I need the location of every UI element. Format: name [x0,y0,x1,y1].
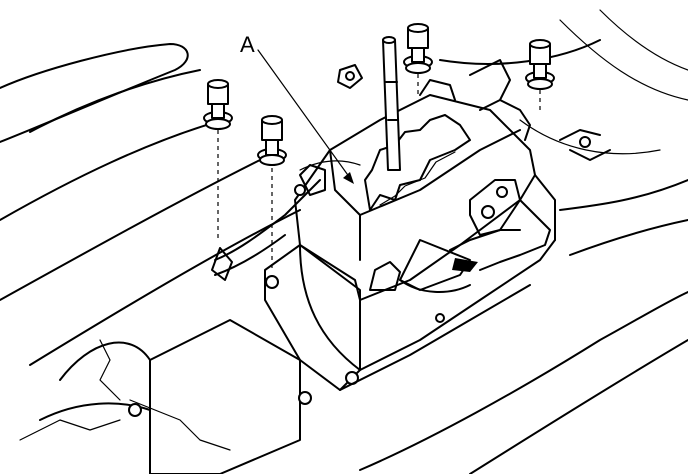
callout-a: A [240,32,354,184]
bolt [257,115,287,270]
shift-base-plate [264,239,556,391]
bolt [403,23,433,95]
bolt [525,39,555,110]
bolt [203,79,233,240]
callout-a-label: A [240,32,255,57]
lower-left-housing [19,319,312,474]
shift-gate-housing [294,59,611,323]
console-outline [0,9,688,474]
shift-lever-rod [382,36,401,171]
wiring-harness [211,160,361,281]
